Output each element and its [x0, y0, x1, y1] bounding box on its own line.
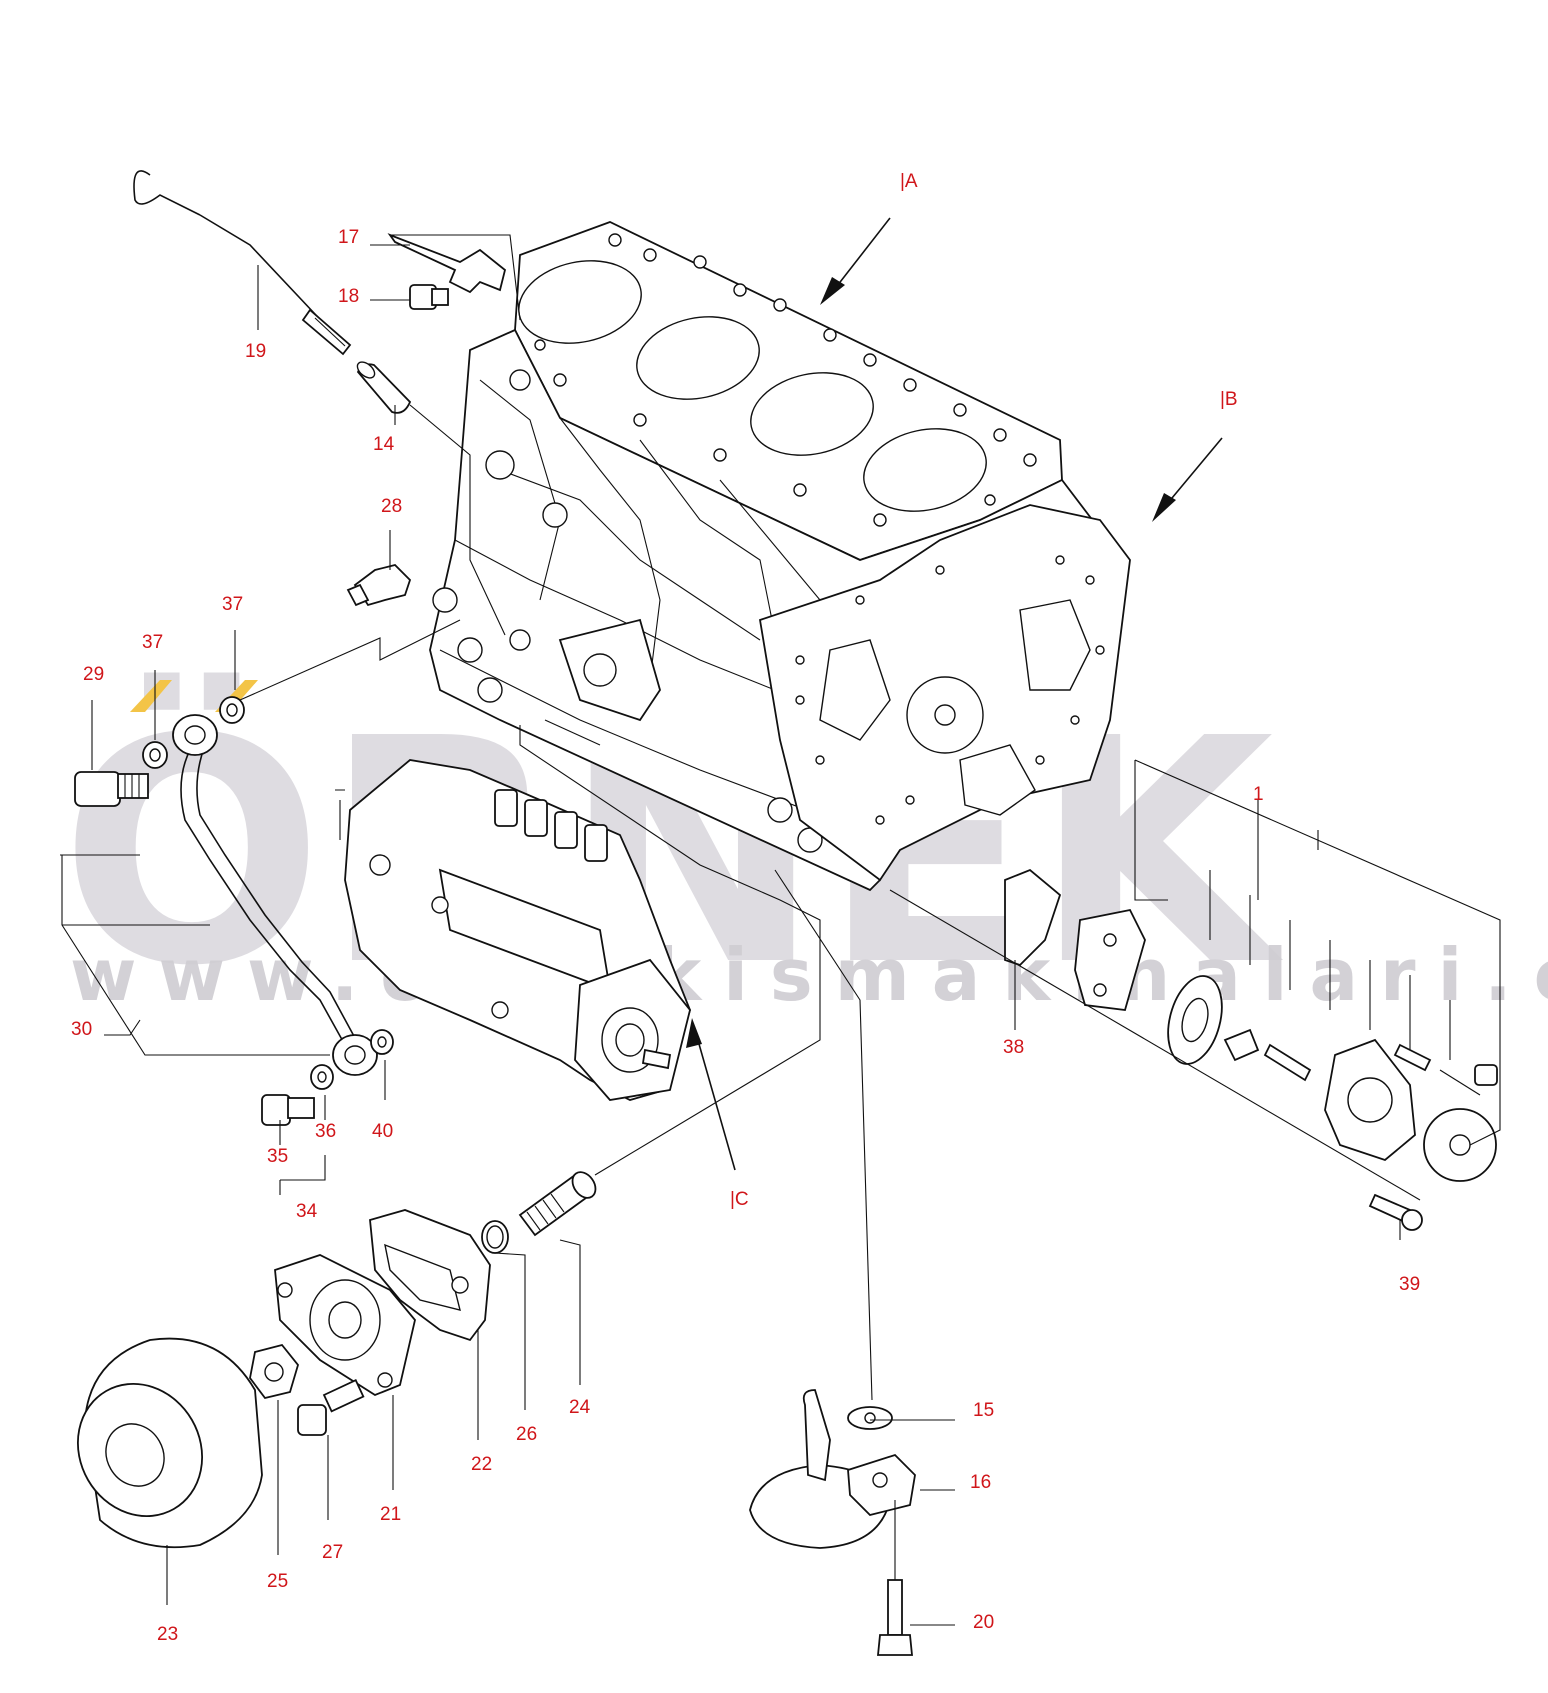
- washer-37-right: [219, 696, 245, 724]
- callout-38: 38: [1003, 1037, 1024, 1058]
- callout-15: 15: [973, 1400, 994, 1421]
- pump-gasket-38: [1004, 868, 1062, 967]
- view-labels: |A |B |C: [730, 171, 1238, 1210]
- callout-37-right: 37: [222, 594, 243, 615]
- view-arrow-b: [1152, 437, 1223, 522]
- washer-36: [310, 1064, 334, 1090]
- callout-20: 20: [973, 1612, 994, 1633]
- strainer-gasket-15: [847, 1406, 893, 1430]
- washer-37-left: [142, 741, 168, 769]
- oil-filter: [77, 1337, 263, 1549]
- callout-23: 23: [157, 1624, 178, 1645]
- dipstick-guide-tube: [356, 361, 412, 414]
- pump-bolt-39: [1368, 1193, 1423, 1231]
- callout-37-left: 37: [142, 632, 163, 653]
- washer-40: [370, 1029, 394, 1055]
- callout-28: 28: [381, 496, 402, 517]
- callout-35: 35: [267, 1146, 288, 1167]
- watermark-accent-left: [130, 680, 172, 712]
- strainer-body-16: [847, 1453, 916, 1516]
- callout-14: 14: [373, 434, 395, 455]
- bracket-bolt: [409, 284, 449, 310]
- callout-18: 18: [338, 286, 359, 307]
- callout-25: 25: [267, 1571, 288, 1592]
- view-arrow-a: [820, 217, 891, 305]
- callout-29: 29: [83, 664, 104, 685]
- banjo-bolt-29: [74, 771, 149, 807]
- callout-34: 34: [296, 1201, 318, 1222]
- callout-39: 39: [1399, 1274, 1420, 1295]
- watermark-url: www.ornekismakinalari.com.tr: [70, 933, 1548, 1017]
- callout-30: 30: [71, 1019, 92, 1040]
- callout-27: 27: [322, 1542, 343, 1563]
- view-arrow-c: [686, 1018, 736, 1171]
- oil-pressure-switch: [346, 564, 412, 607]
- filter-bracket-21: [274, 1254, 416, 1397]
- o-ring-26: [481, 1220, 509, 1254]
- injection-pump: [335, 759, 691, 1101]
- strainer-bolt-20: [877, 1579, 913, 1656]
- callout-40: 40: [372, 1121, 393, 1142]
- filter-nipple-25: [249, 1343, 299, 1400]
- cylinder-block: [429, 221, 1131, 892]
- callout-16: 16: [970, 1472, 991, 1493]
- banjo-bolt-35: [261, 1094, 315, 1126]
- callout-1: 1: [1253, 784, 1264, 805]
- dipstick-bracket: [387, 233, 507, 294]
- oil-pump-group: [1004, 868, 1498, 1231]
- callout-26: 26: [516, 1424, 537, 1445]
- callout-22: 22: [471, 1454, 492, 1475]
- callout-numbers: 1 14 15 16 17 18 19 20 21 22 23 24 25 26…: [71, 227, 1420, 1645]
- view-label-b: |B: [1220, 389, 1238, 410]
- leader-lines: [60, 234, 1501, 1626]
- callout-36: 36: [315, 1121, 336, 1142]
- oil-pipe-assembly: [172, 714, 378, 1076]
- relief-valve-24: [518, 1171, 597, 1237]
- filter-bolt-27: [297, 1379, 365, 1436]
- callout-17: 17: [338, 227, 359, 248]
- dipstick: [133, 170, 352, 356]
- view-label-a: |A: [900, 171, 918, 192]
- callout-24: 24: [569, 1397, 591, 1418]
- callout-19: 19: [245, 341, 266, 362]
- callout-21: 21: [380, 1504, 401, 1525]
- view-label-c: |C: [730, 1189, 749, 1210]
